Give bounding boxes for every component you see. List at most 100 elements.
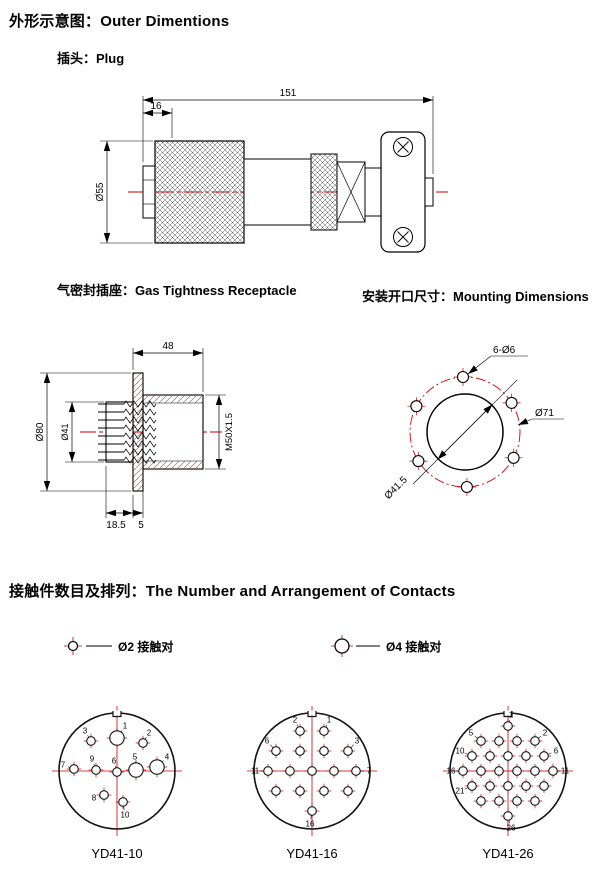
- plug-dim-front: 16: [150, 101, 162, 112]
- contact-pin: [494, 736, 504, 746]
- contact-pin: [307, 766, 317, 776]
- contact-pin: [539, 781, 549, 791]
- small-contact-icon: [64, 637, 112, 655]
- contact-pin: [539, 751, 549, 761]
- contact-pin: [329, 766, 339, 776]
- legend-small-contact: Ø2 接触对: [62, 634, 173, 658]
- pin-number: 7: [367, 767, 372, 776]
- contact-pin: [494, 766, 504, 776]
- recep-dim-thread: M50X1.5: [224, 413, 235, 451]
- contact-pin: [109, 730, 125, 746]
- contact-pin: [503, 751, 513, 761]
- contact-pin: [263, 766, 273, 776]
- contact-pin: [343, 786, 353, 796]
- key-notch: [307, 711, 317, 718]
- contact-pin: [295, 786, 305, 796]
- large-contact-icon: [331, 635, 380, 657]
- legend-large-label: Ø4 接触对: [386, 639, 442, 654]
- plug-dim-diameter: Ø55: [95, 182, 106, 201]
- contact-pin: [458, 766, 468, 776]
- contact-pin: [149, 759, 165, 775]
- contact-pin: [512, 766, 522, 776]
- mount-dim-bolt-circle: Ø71: [535, 408, 554, 419]
- contact-pin: [521, 781, 531, 791]
- recep-dim-flange-dia: Ø80: [35, 422, 46, 441]
- pin-number: 7: [61, 761, 66, 770]
- mounting-label: 安装开口尺寸：Mounting Dimensions: [362, 289, 589, 304]
- diagram-caption-yd41-16: YD41-16: [286, 846, 338, 861]
- contact-pin: [494, 796, 504, 806]
- key-notch: [112, 711, 122, 718]
- pin-number: 3: [355, 737, 360, 746]
- contact-pin: [343, 746, 353, 756]
- diagram-caption-yd41-10: YD41-10: [91, 846, 143, 861]
- pin-number: 16: [447, 767, 456, 776]
- contact-pin: [319, 726, 329, 736]
- contact-pin: [295, 746, 305, 756]
- pin-number: 26: [507, 824, 516, 833]
- contact-pin: [476, 736, 486, 746]
- contact-pin: [138, 738, 148, 748]
- key-notch: [503, 711, 513, 718]
- contact-pin: [521, 751, 531, 761]
- contact-pin: [485, 751, 495, 761]
- contact-pin: [271, 786, 281, 796]
- plug-label: 插头：Plug: [57, 51, 125, 66]
- pin-number: 9: [90, 755, 95, 764]
- pin-number: 11: [251, 767, 260, 776]
- pin-number: 10: [456, 747, 465, 756]
- contact-pin: [118, 797, 128, 807]
- diagram-caption-yd41-26: YD41-26: [482, 846, 534, 861]
- mount-dim-holes: 6-Ø6: [493, 345, 516, 356]
- mount-dim-center-hole: Ø41.5: [383, 474, 410, 501]
- contact-pin: [128, 762, 144, 778]
- plug-drawing: 151 16 Ø55: [95, 88, 448, 253]
- mounting-holes: [407, 368, 523, 496]
- contact-pin: [512, 796, 522, 806]
- pin-number: 2: [293, 716, 298, 725]
- plug-dim-overall: 151: [280, 88, 297, 99]
- pin-number: 10: [121, 811, 130, 820]
- recep-dim-depth: 18.5: [106, 520, 126, 531]
- pin-number: 5: [469, 729, 474, 738]
- contact-pin: [285, 766, 295, 776]
- pin-number: 4: [165, 753, 170, 762]
- contact-pin: [530, 796, 540, 806]
- contact-pin: [503, 811, 513, 821]
- outer-dimensions-title: 外形示意图：Outer Dimentions: [9, 13, 230, 30]
- contact-pin: [86, 736, 96, 746]
- contact-pin: [476, 766, 486, 776]
- contact-pin: [548, 766, 558, 776]
- pin-number: 1: [509, 711, 514, 720]
- contact-pin: [512, 736, 522, 746]
- contact-pin: [503, 781, 513, 791]
- contact-pin: [467, 781, 477, 791]
- pin-number: 21: [456, 787, 465, 796]
- pin-number: 3: [83, 727, 88, 736]
- recep-dim-inner-dia: Ø41: [60, 423, 70, 440]
- recep-dim-flange-thk: 5: [138, 520, 144, 531]
- contact-pin: [530, 766, 540, 776]
- contact-pin: [485, 781, 495, 791]
- contacts-title: 接触件数目及排列：The Number and Arrangement of C…: [9, 583, 456, 600]
- pin-number: 16: [306, 820, 315, 829]
- contact-pin: [307, 806, 317, 816]
- receptacle-label: 气密封插座：Gas Tightness Receptacle: [57, 283, 297, 298]
- pin-number: 8: [92, 794, 97, 803]
- contact-pin: [319, 746, 329, 756]
- contact-pin: [271, 746, 281, 756]
- contact-pin: [476, 796, 486, 806]
- pin-number: 5: [133, 753, 138, 762]
- legend-small-label: Ø2 接触对: [118, 639, 174, 654]
- contact-pin: [319, 786, 329, 796]
- pin-number: 6: [554, 747, 559, 756]
- contact-pin: [91, 765, 101, 775]
- receptacle-drawing: 48 Ø80 Ø41 M50X1.5 18.5 5: [35, 341, 235, 531]
- contact-pin: [503, 721, 513, 731]
- pin-number: 1: [123, 722, 128, 731]
